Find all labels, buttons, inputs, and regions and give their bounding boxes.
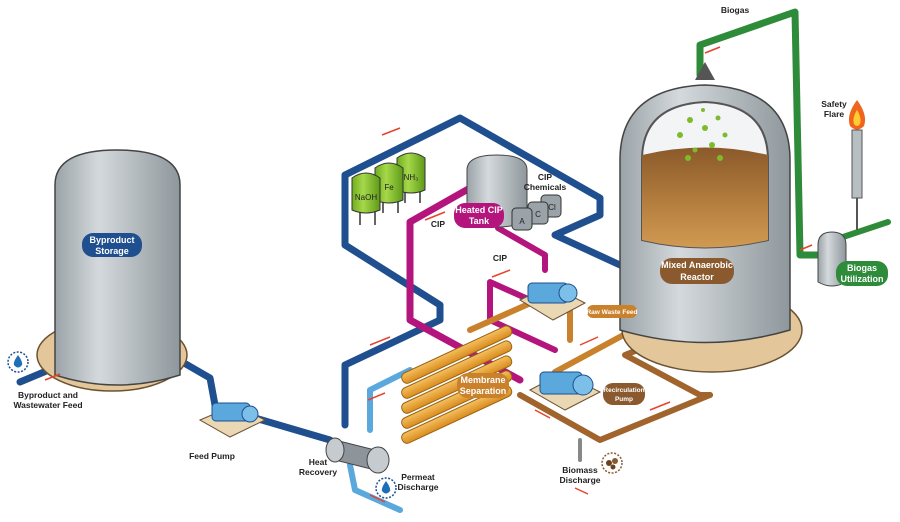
feed-pump-label: Feed Pump bbox=[189, 451, 235, 461]
svg-text:Flare: Flare bbox=[824, 109, 845, 119]
flame-icon bbox=[848, 100, 866, 130]
membrane-separation-label: Membrane bbox=[460, 375, 505, 385]
raw-waste-feed-label: Raw Waste Feed bbox=[586, 309, 637, 316]
permeate-discharge-pipe bbox=[347, 462, 403, 513]
recirculation-pump-label: Recirculation bbox=[603, 387, 644, 394]
pump-to-hx-pipe bbox=[251, 414, 334, 444]
byproduct-storage-label: Byproduct bbox=[90, 235, 135, 245]
flow-arrow-icon bbox=[44, 46, 813, 503]
svg-text:A: A bbox=[519, 217, 525, 226]
biogas-pipe bbox=[696, 8, 829, 259]
svg-text:Discharge: Discharge bbox=[559, 475, 600, 485]
nh3-tank-label: NH₃ bbox=[404, 173, 419, 182]
permeate-pipe bbox=[367, 367, 413, 433]
svg-text:Reactor: Reactor bbox=[680, 272, 714, 282]
svg-text:Discharge: Discharge bbox=[397, 482, 438, 492]
pump-icon bbox=[518, 282, 587, 321]
biogas-label: Biogas bbox=[721, 5, 750, 15]
recirculation-pump bbox=[528, 371, 602, 411]
biomass-icon bbox=[601, 452, 623, 474]
biogas-utilization-label: Biogas bbox=[847, 263, 877, 273]
cip-chemicals-label: CIP bbox=[538, 172, 553, 182]
heat-exchanger bbox=[325, 437, 390, 474]
flare-pipe bbox=[837, 219, 891, 241]
heated-cip-tank: Heated CIP Tank bbox=[454, 154, 528, 228]
hx-to-membrane-pipe bbox=[341, 114, 624, 429]
safety-flare-label: Safety bbox=[821, 99, 847, 109]
svg-text:C: C bbox=[535, 210, 541, 219]
heated-cip-tank-label: Heated CIP bbox=[455, 205, 503, 215]
svg-text:Chemicals: Chemicals bbox=[524, 182, 567, 192]
fe-tank-label: Fe bbox=[384, 183, 394, 192]
svg-text:Recovery: Recovery bbox=[299, 467, 338, 477]
svg-text:Cl: Cl bbox=[548, 203, 556, 212]
permeat-discharge-label: Permeat bbox=[401, 472, 435, 482]
svg-text:Wastewater Feed: Wastewater Feed bbox=[13, 400, 82, 410]
cip-chemical-tanks: A C Cl bbox=[511, 194, 562, 231]
cip-pump-pipe bbox=[487, 279, 558, 353]
water-drop-icon bbox=[375, 477, 397, 499]
chemical-tanks: NaOH Fe NH₃ bbox=[351, 152, 426, 225]
water-drop-icon bbox=[7, 351, 29, 373]
svg-text:Tank: Tank bbox=[469, 216, 490, 226]
biomass-pipe bbox=[517, 392, 713, 443]
biomass-discharge-label: Biomass bbox=[562, 465, 598, 475]
byproduct-storage-tank: Byproduct Storage bbox=[36, 149, 188, 392]
svg-text:Separation: Separation bbox=[460, 386, 507, 396]
naoh-tank-label: NaOH bbox=[355, 193, 377, 202]
mixed-reactor-label: Mixed Anaerobic bbox=[661, 260, 733, 270]
cip-return-pipe bbox=[495, 225, 548, 273]
svg-text:Pump: Pump bbox=[615, 396, 633, 403]
svg-text:Storage: Storage bbox=[95, 246, 129, 256]
svg-text:Utilization: Utilization bbox=[841, 274, 884, 284]
feed-pump bbox=[198, 402, 267, 438]
cip-flow-label: CIP bbox=[431, 219, 446, 229]
feed-inlet-label: Byproduct and bbox=[18, 390, 78, 400]
cip-flow-label: CIP bbox=[493, 253, 508, 263]
mixed-anaerobic-reactor: Mixed Anaerobic Reactor bbox=[619, 62, 803, 373]
safety-flare bbox=[851, 129, 863, 230]
heat-recovery-label: Heat bbox=[309, 457, 328, 467]
